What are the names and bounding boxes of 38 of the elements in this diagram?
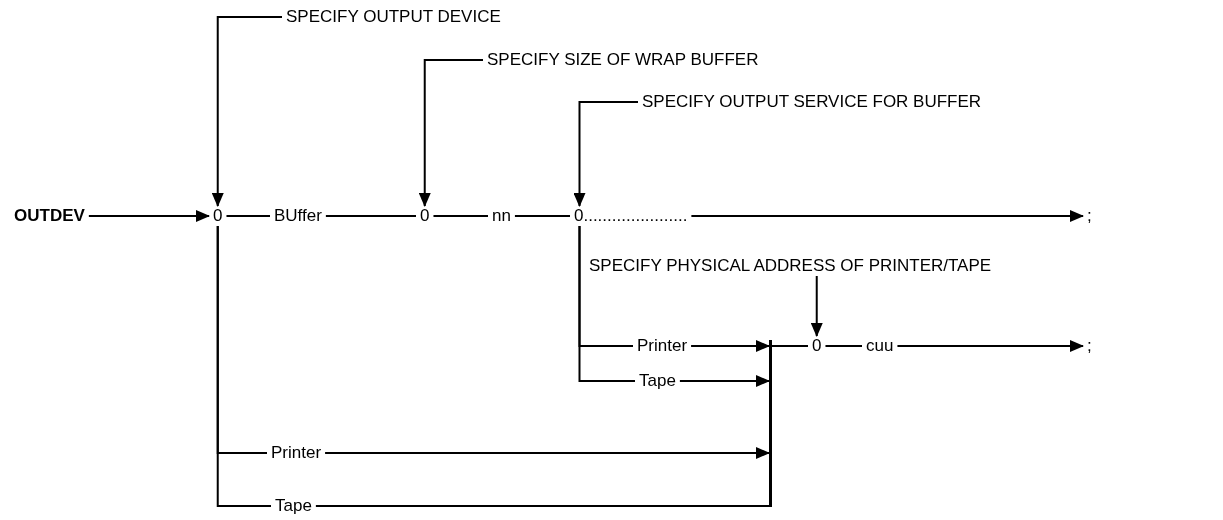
- connector-line: [578, 225, 636, 382]
- keyword: nn: [488, 206, 515, 226]
- connector-line: [513, 215, 571, 217]
- callout-text: SPECIFY SIZE OF WRAP BUFFER: [483, 50, 763, 70]
- arrow: [573, 101, 639, 207]
- syntax-value: 0: [209, 206, 227, 226]
- arrow: [87, 210, 210, 222]
- junction-bar: [769, 340, 772, 507]
- keyword: Tape: [271, 496, 316, 516]
- connector-line: [225, 215, 271, 217]
- arrow: [324, 447, 770, 459]
- connector-line: [314, 505, 772, 508]
- connector-line: [432, 215, 489, 217]
- callout-text: SPECIFY OUTPUT SERVICE FOR BUFFER: [638, 92, 986, 112]
- arrow: [211, 16, 283, 207]
- keyword: cuu: [862, 336, 898, 356]
- connector-line: [324, 215, 417, 217]
- connector-line: [824, 345, 863, 347]
- connector-line: [771, 345, 809, 347]
- arrow: [810, 275, 823, 337]
- keyword: OUTDEV: [10, 206, 89, 226]
- arrow: [896, 340, 1084, 352]
- arrow: [678, 375, 770, 387]
- arrow: [690, 210, 1084, 222]
- terminator: ;: [1083, 206, 1096, 226]
- callout-text: SPECIFY OUTPUT DEVICE: [282, 7, 505, 27]
- keyword: Printer: [267, 443, 326, 463]
- arrow: [418, 59, 484, 207]
- connector-line: [216, 225, 272, 507]
- keyword: BUffer: [270, 206, 326, 226]
- terminator: ;: [1083, 336, 1096, 356]
- syntax-value: 0......................: [570, 206, 692, 226]
- syntax-value: 0: [808, 336, 826, 356]
- callout-text: SPECIFY PHYSICAL ADDRESS OF PRINTER/TAPE: [585, 256, 996, 276]
- arrow: [690, 340, 770, 352]
- syntax-value: 0: [416, 206, 434, 226]
- keyword: Tape: [635, 371, 680, 391]
- keyword: Printer: [633, 336, 692, 356]
